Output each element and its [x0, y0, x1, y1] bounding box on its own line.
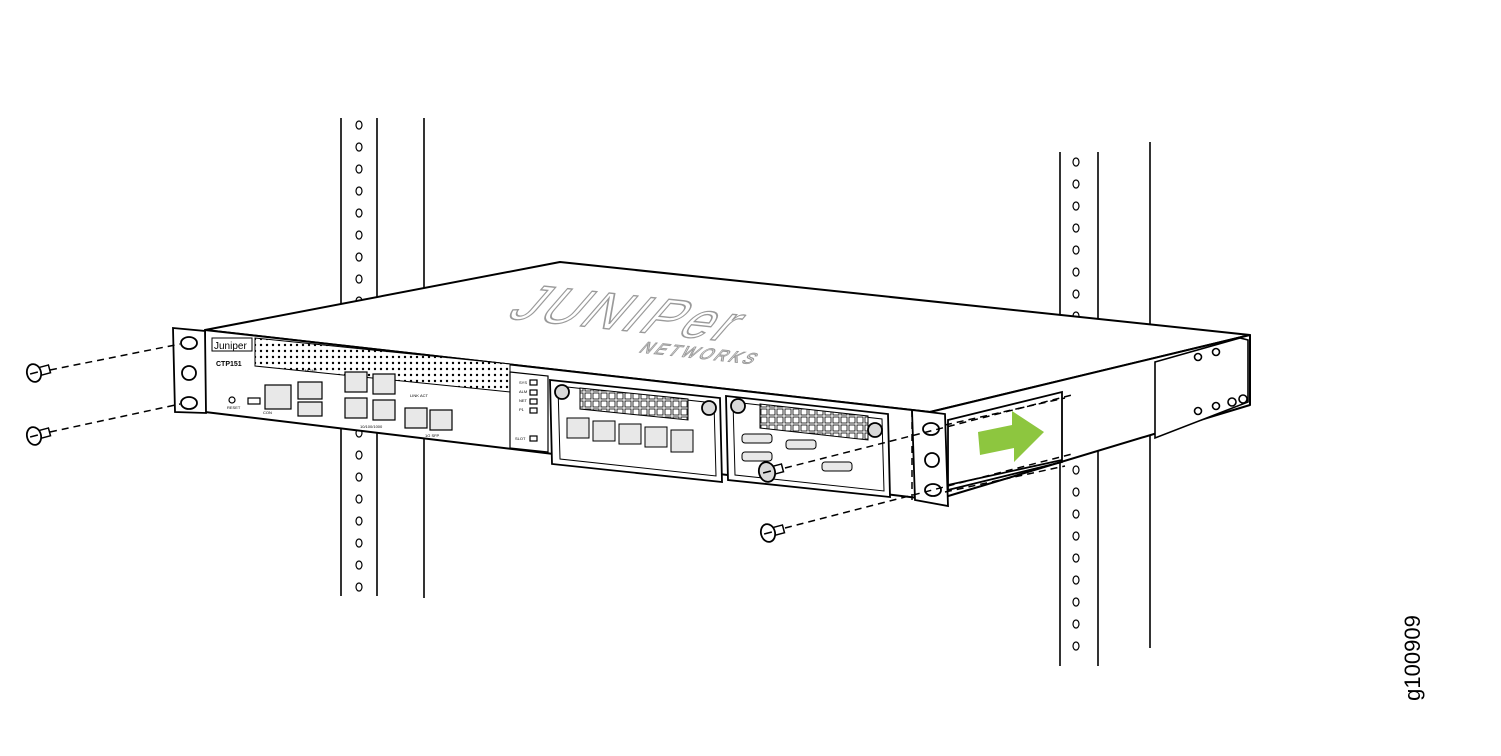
label-p1: P1 — [519, 407, 525, 412]
rail-hole — [355, 208, 363, 218]
label-sys: SYS — [519, 380, 527, 385]
rail-hole — [355, 186, 363, 196]
rail-hole — [1072, 157, 1080, 167]
figure-id-text: g100909 — [1400, 614, 1425, 701]
figure-id: g100909 — [1395, 610, 1431, 705]
label-ports-gbe: 10/100/1000 — [360, 424, 383, 429]
front-port-cluster — [228, 371, 538, 442]
module-slot-2 — [725, 394, 891, 499]
rail-hole — [1072, 465, 1080, 475]
label-act: ACT — [420, 393, 429, 398]
screw-icon — [757, 461, 785, 483]
device-model: CTP151 — [216, 361, 242, 368]
left-mounting-ear — [172, 327, 207, 414]
label-mgmt: MGMT — [305, 368, 318, 373]
rail-hole — [1072, 245, 1080, 255]
rail-hole — [355, 450, 363, 460]
label-sfp: 1G SFP — [425, 433, 440, 438]
rail-hole — [355, 142, 363, 152]
label-slot: SLOT — [515, 436, 526, 441]
screw-icon — [25, 426, 52, 446]
rail-hole — [355, 230, 363, 240]
rail-hole — [355, 120, 363, 130]
rail-hole — [355, 252, 363, 262]
rail-hole — [355, 582, 363, 592]
label-net: NET — [519, 398, 528, 403]
direction-arrow-icon — [978, 411, 1044, 462]
rail-hole — [1072, 509, 1080, 519]
rail-hole — [355, 516, 363, 526]
rail-hole — [1072, 597, 1080, 607]
rail-hole — [1072, 553, 1080, 563]
rail-hole — [1072, 223, 1080, 233]
rail-hole — [355, 274, 363, 284]
rear-bracket — [1154, 337, 1249, 440]
label-alm: ALM — [519, 389, 527, 394]
rail-hole — [1072, 575, 1080, 585]
rail-hole — [1072, 619, 1080, 629]
screw-guide-lines — [49, 343, 1073, 529]
rail-hole — [355, 560, 363, 570]
rail-hole — [1072, 641, 1080, 651]
rail-hole — [1072, 531, 1080, 541]
status-panel-divider — [509, 371, 549, 453]
label-con: CON — [263, 410, 272, 415]
module-slot-1 — [549, 378, 723, 484]
rail-hole — [355, 494, 363, 504]
rail-hole — [355, 472, 363, 482]
device-logo: Juniper — [214, 341, 247, 352]
label-reset: RESET — [227, 405, 241, 410]
rail-hole — [1072, 487, 1080, 497]
rail-hole — [1072, 289, 1080, 299]
rail-hole — [355, 538, 363, 548]
right-mounting-ear — [911, 390, 1063, 508]
rail-hole — [1072, 179, 1080, 189]
rail-hole — [1072, 201, 1080, 211]
label-link: LINK — [410, 393, 419, 398]
rail-hole — [1072, 267, 1080, 277]
screw-icon — [759, 523, 786, 543]
rail-hole — [355, 164, 363, 174]
device-labels: Juniper CTP151 MGMT RESET CON 10/100/100… — [211, 337, 528, 441]
screw-icon — [25, 363, 52, 383]
